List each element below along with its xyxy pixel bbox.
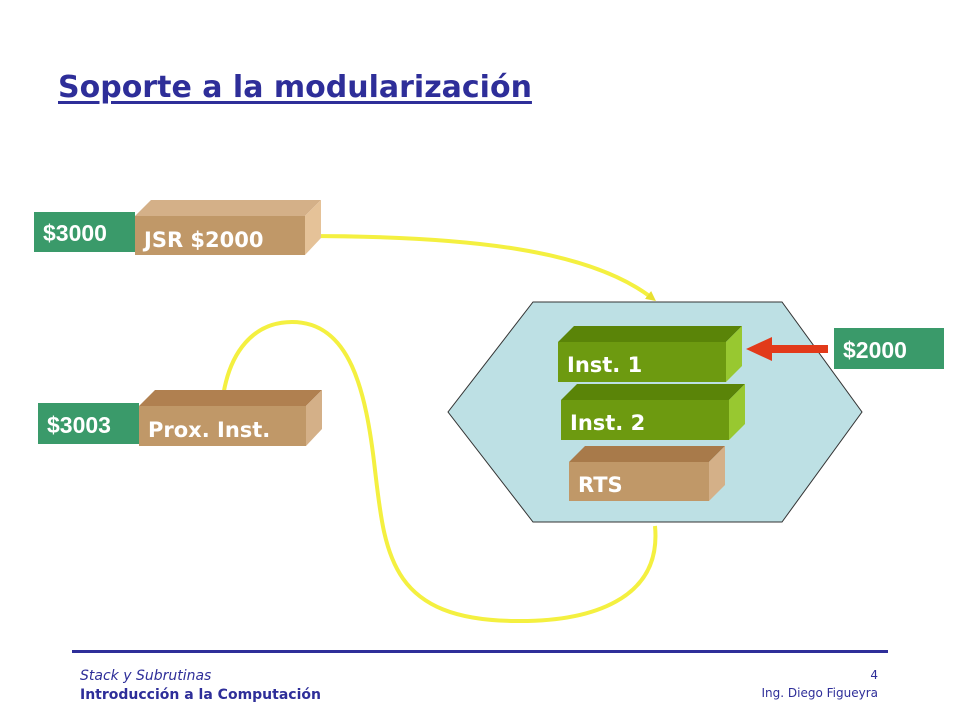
inst-2-label: Inst. 2: [570, 411, 645, 435]
rts-block: RTS: [569, 446, 725, 501]
footer-left: Stack y Subrutinas Introducción a la Com…: [80, 667, 321, 705]
page-number: 4: [870, 668, 878, 682]
inst-1-label: Inst. 1: [567, 353, 642, 377]
footer-right: 4 Ing. Diego Figueyra: [762, 666, 878, 702]
return-flow-arrow: [217, 319, 658, 624]
inst-2-block: Inst. 2: [561, 384, 745, 440]
next-instruction-block: Prox. Inst.: [139, 390, 322, 446]
next-instruction-label: Prox. Inst.: [148, 418, 270, 442]
entry-address-box: $2000: [834, 328, 944, 369]
return-address-label: $3003: [47, 412, 111, 438]
footer-divider: [72, 650, 888, 653]
call-address-label: $3000: [43, 220, 107, 246]
rts-label: RTS: [578, 473, 623, 497]
entry-pointer-arrow: [746, 337, 828, 361]
call-flow-arrow: [304, 234, 656, 302]
footer-topic: Stack y Subrutinas: [80, 668, 212, 684]
footer-course: Introducción a la Computación: [80, 687, 321, 703]
jsr-instruction-label: JSR $2000: [142, 228, 263, 252]
return-address-box: $3003: [38, 403, 139, 444]
page-title: Soporte a la modularización: [58, 70, 532, 105]
footer-author: Ing. Diego Figueyra: [761, 686, 878, 700]
jsr-instruction-block: JSR $2000: [135, 200, 321, 255]
inst-1-block: Inst. 1: [558, 326, 742, 382]
entry-address-label: $2000: [843, 337, 907, 363]
call-address-box: $3000: [34, 212, 135, 252]
